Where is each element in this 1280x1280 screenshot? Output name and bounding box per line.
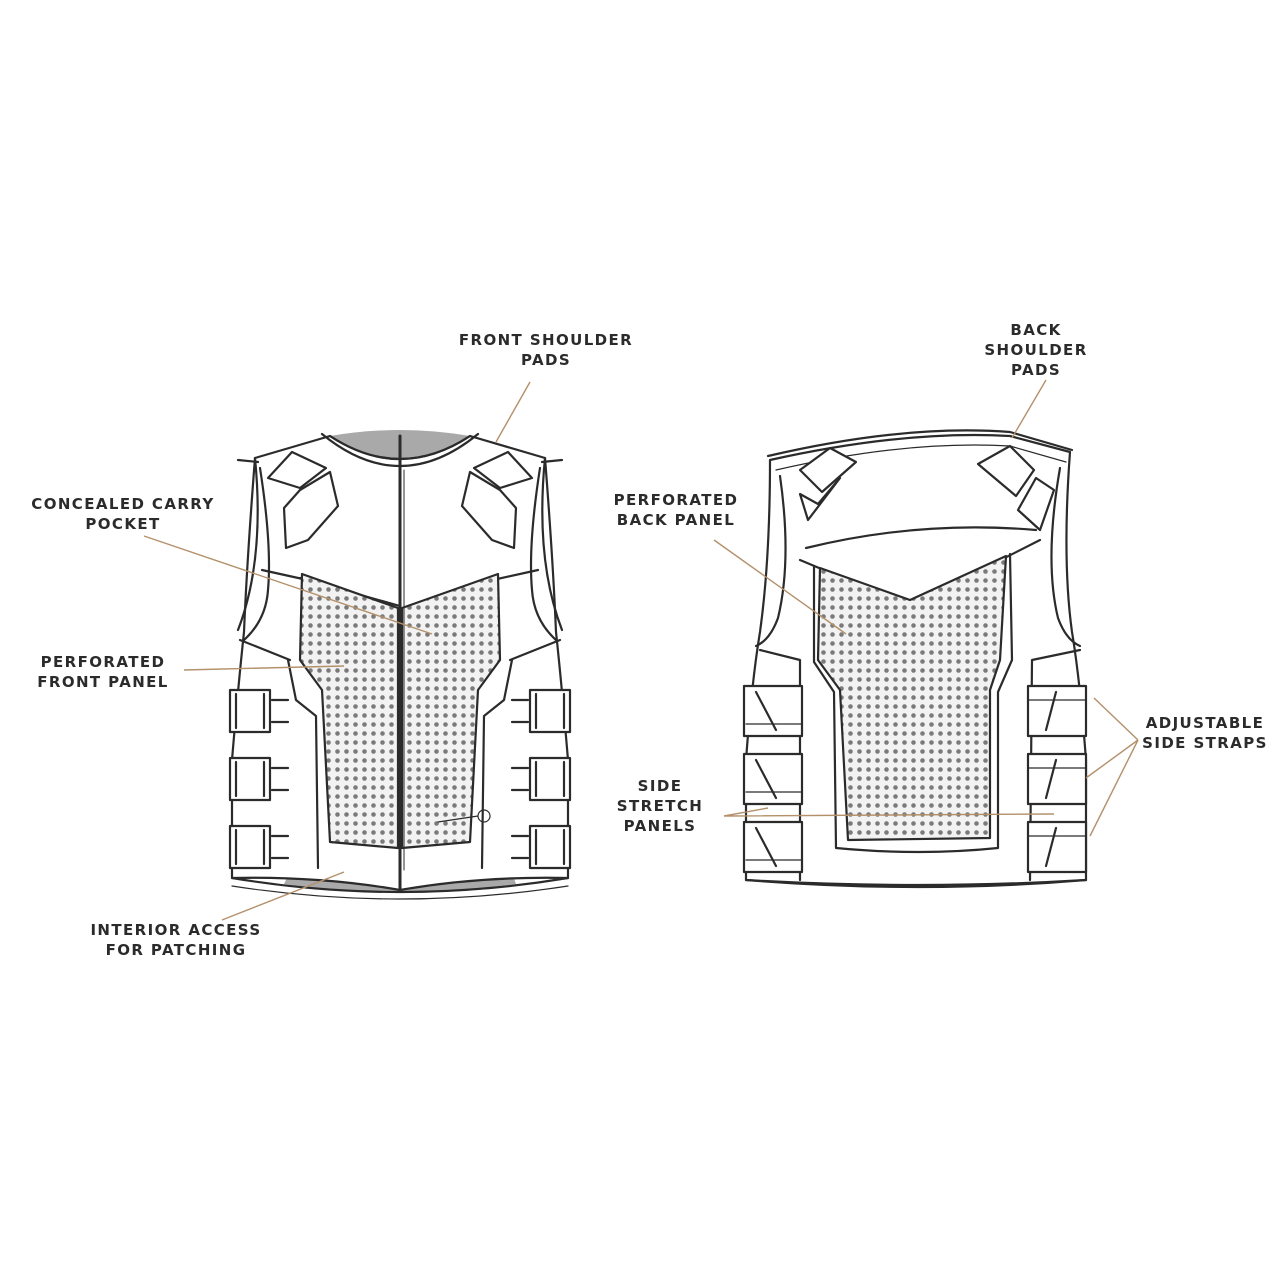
leader-front-shoulder [495,381,531,443]
front-vest [228,430,572,900]
front-right-straps [510,688,572,870]
leader-back-shoulder [1011,379,1047,439]
label-front-shoulder-pads: FRONT SHOULDER PADS [458,331,634,369]
front-left-straps [228,688,290,870]
label-side-stretch-panels: SIDE STRETCH PANELS [616,777,704,835]
front-shoulder-pad-right-b [460,470,518,550]
back-left-straps [742,684,804,874]
back-shoulder-pad-right-a [976,444,1036,498]
back-vest [742,429,1088,889]
label-concealed-carry-pocket: CONCEALED CARRY POCKET [31,495,215,533]
front-shoulder-pad-left-a [266,450,328,490]
back-right-straps [1026,684,1088,874]
label-perforated-front-panel: PERFORATED FRONT PANEL [37,653,169,691]
leader-straps [1085,697,1139,837]
label-perforated-back-panel: PERFORATED BACK PANEL [613,491,739,529]
back-shoulder-pad-left-b [798,476,842,522]
leader-interior [221,871,345,921]
leader-perforated-back [713,539,847,635]
leader-perforated-front [183,665,345,671]
leader-lines [143,379,1139,921]
label-interior-access: INTERIOR ACCESS FOR PATCHING [90,921,262,959]
back-shoulder-pad-left-a [798,446,858,494]
back-shoulder-pad-right-b [1016,476,1056,532]
label-back-shoulder-pads: BACK SHOULDER PADS [984,321,1088,379]
front-shoulder-pad-left-b [282,470,340,550]
leader-stretch [723,807,1055,817]
leader-concealed-carry [143,535,433,635]
front-perforated-panel [298,572,400,850]
label-adjustable-side-straps: ADJUSTABLE SIDE STRAPS [1142,714,1268,752]
back-perforated-panel [816,554,1008,842]
front-shoulder-pad-right-a [472,450,534,490]
